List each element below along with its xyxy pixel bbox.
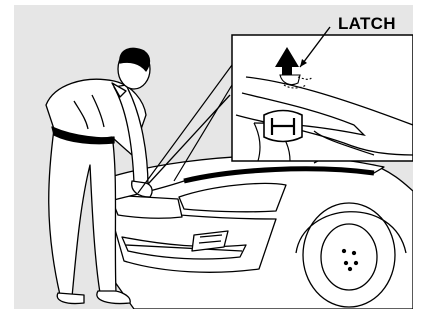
honda-emblem-icon (264, 111, 302, 142)
illustration-frame: LATCH (14, 5, 413, 309)
latch-label: LATCH (338, 14, 396, 34)
hood-latch-illustration (14, 5, 413, 309)
